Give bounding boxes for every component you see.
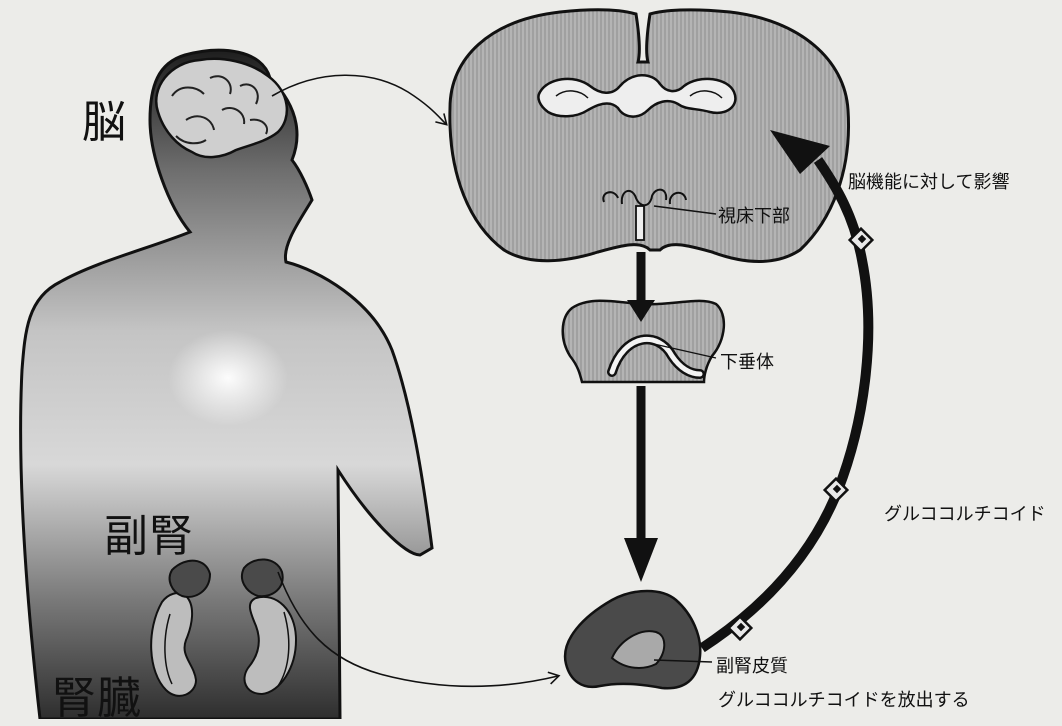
chest-glow: [168, 330, 288, 426]
adrenal-left-icon: [170, 561, 210, 597]
ventricle-outline: [538, 75, 735, 116]
adrenal-cortex-icon: [565, 591, 700, 688]
label-glucocorticoid: グルココルチコイド: [884, 500, 1046, 526]
label-hypothalamus: 視床下部: [718, 202, 790, 228]
brain-connector-arrow: [272, 75, 446, 124]
adrenal-right-icon: [242, 559, 283, 596]
cascade-arrows: [624, 252, 658, 582]
label-release: グルココルチコイドを放出する: [718, 686, 970, 712]
arrow-head-to-adrenal: [624, 538, 658, 582]
label-adrenal-cortex: 副腎皮質: [716, 652, 788, 678]
label-kidney: 腎臓: [52, 662, 142, 726]
label-adrenal: 副腎: [104, 500, 194, 564]
label-brain-effect: 脳機能に対して影響: [848, 168, 1009, 194]
label-pituitary: 下垂体: [720, 348, 774, 374]
label-brain: 脳: [82, 86, 127, 150]
human-body: [21, 50, 432, 719]
